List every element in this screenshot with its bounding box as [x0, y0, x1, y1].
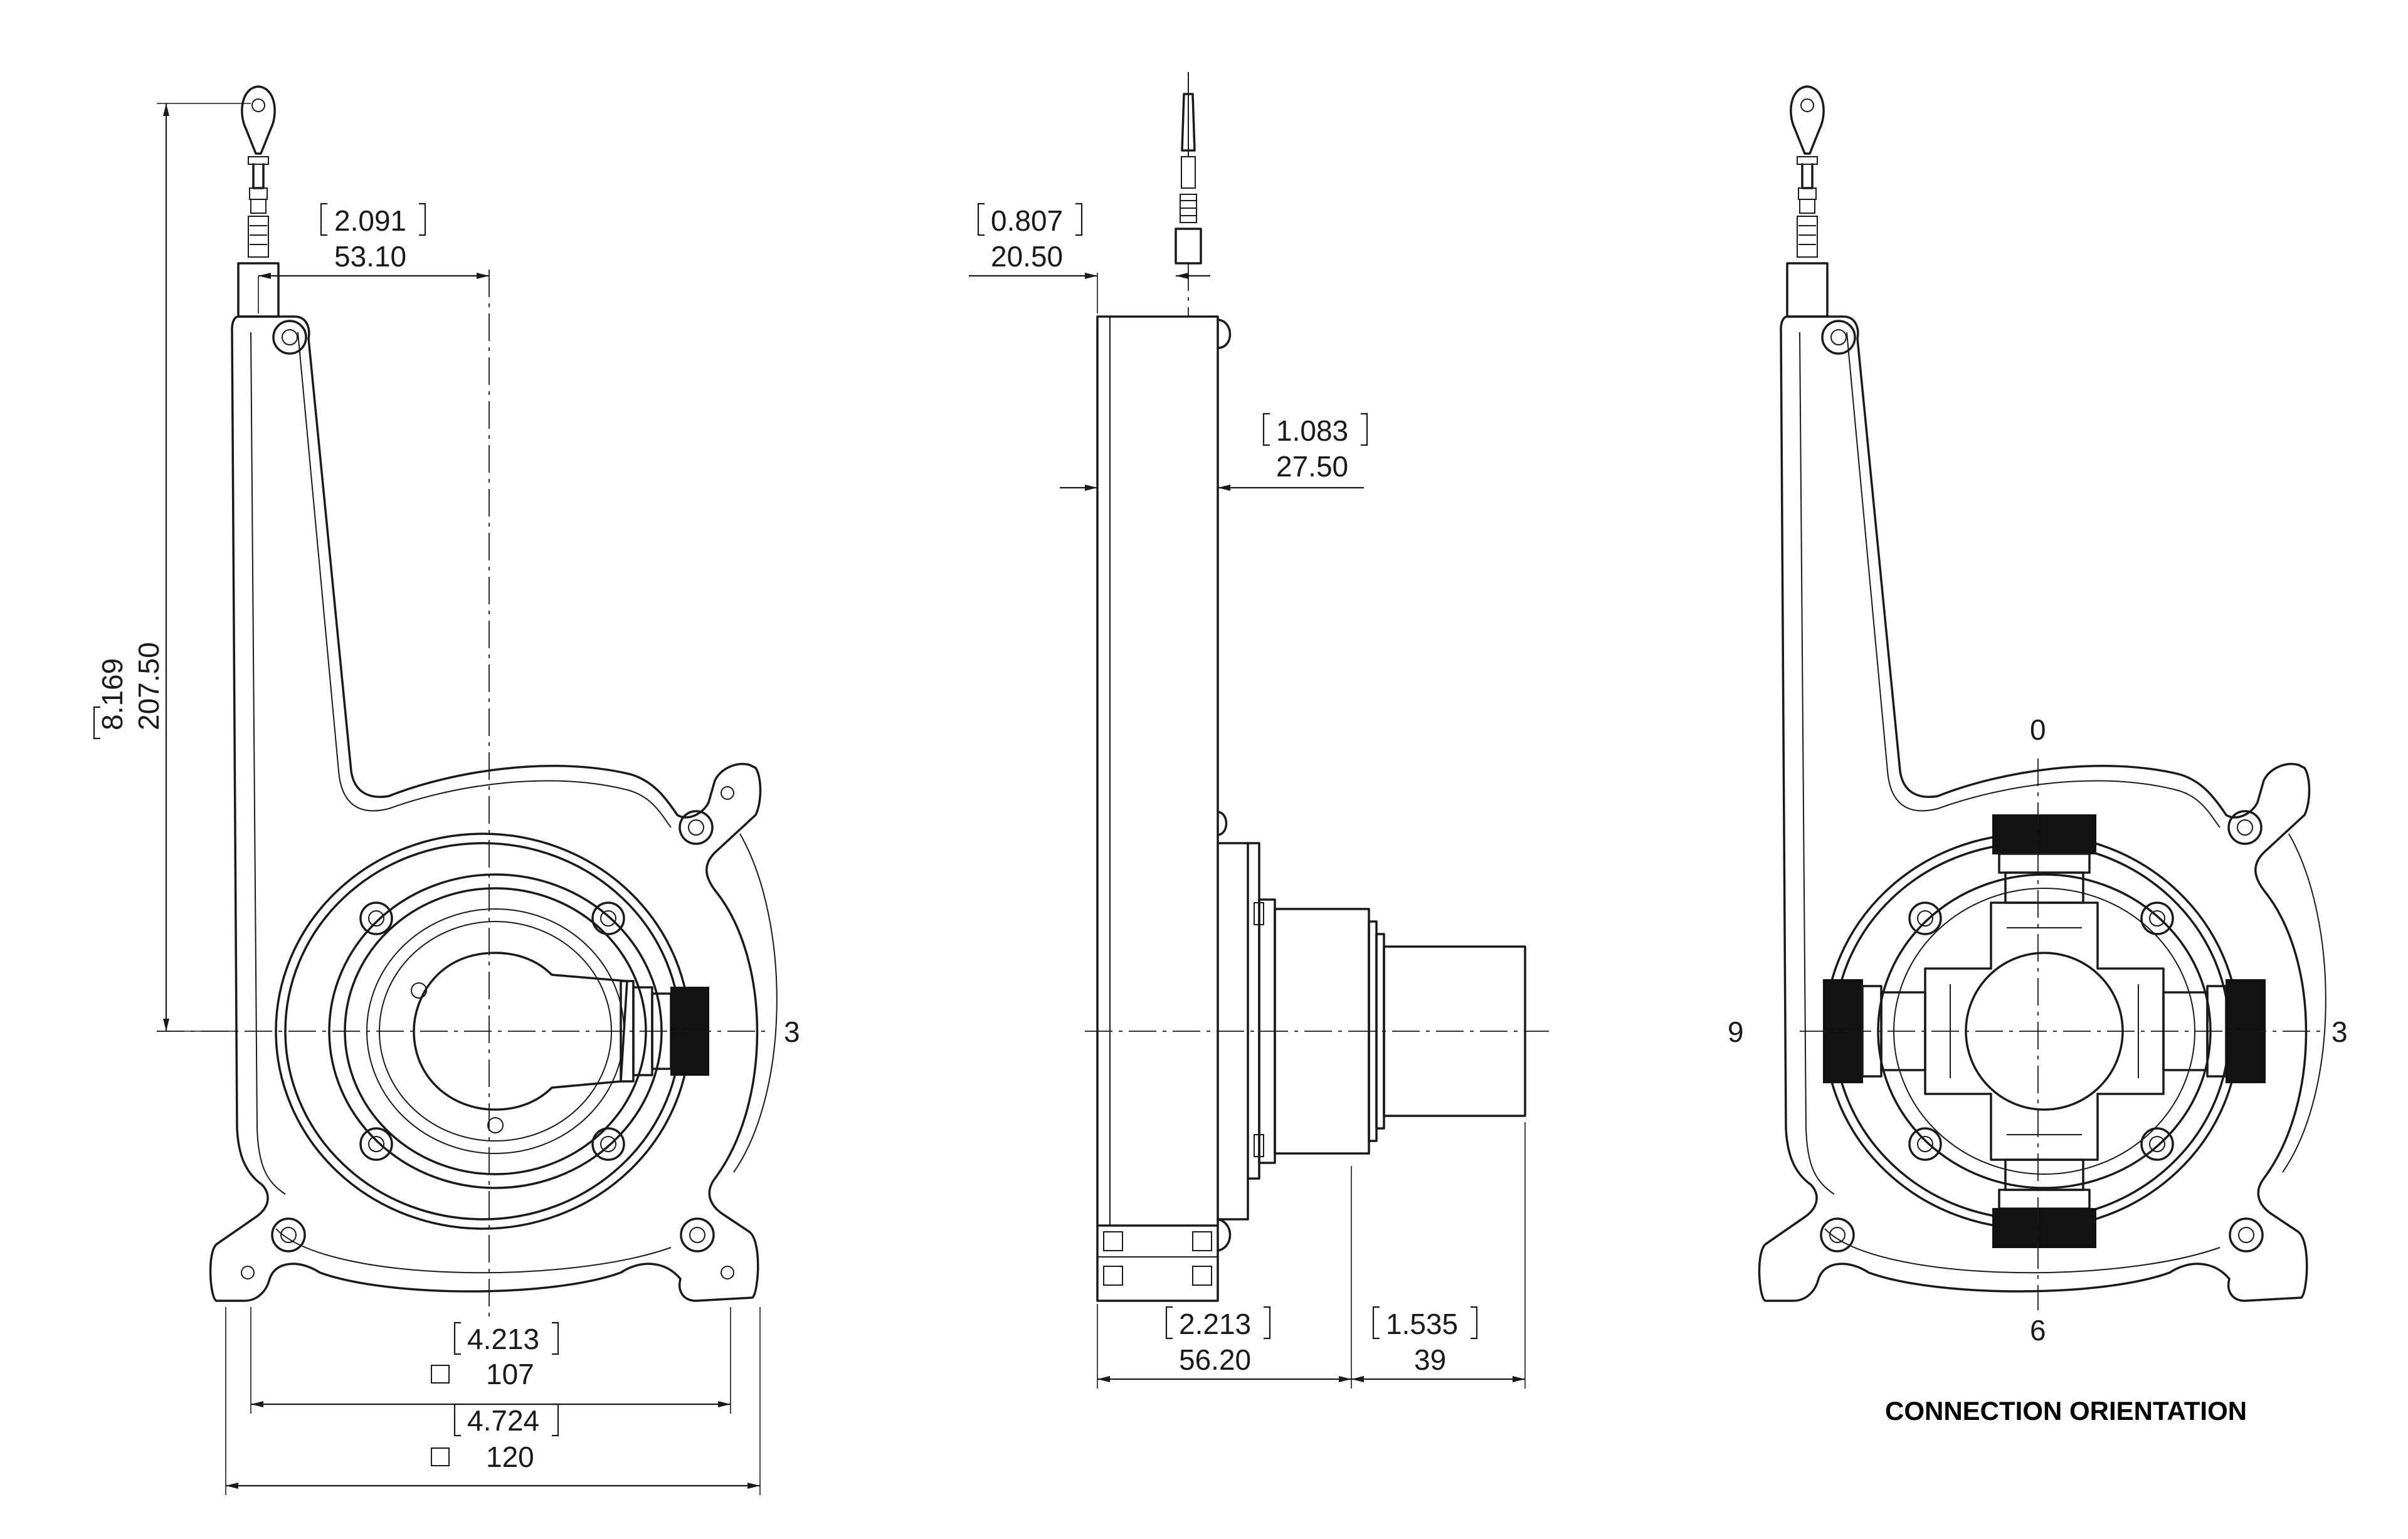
dim-bolt-in: 4.213 [467, 1323, 539, 1355]
dim-conn-in: 1.535 [1386, 1308, 1458, 1340]
cable-hook-right [1786, 85, 1829, 318]
orient-label-0: 0 [2030, 713, 2046, 746]
dim-body-in: 1.083 [1276, 414, 1348, 447]
dim-cable-mm: 20.50 [991, 240, 1063, 273]
dim-depth-in: 2.213 [1179, 1308, 1251, 1340]
dim-cable-in: 0.807 [991, 204, 1063, 237]
dim-width: 4.724 120 [431, 1403, 559, 1473]
side-cable [1175, 72, 1202, 265]
dim-bolt-mm: 107 [486, 1358, 534, 1390]
orient-label-9: 9 [1728, 1016, 1744, 1048]
dim-offset-in: 2.091 [334, 204, 406, 237]
dim-body: 1.083 27.50 [1262, 412, 1368, 483]
orientation-caption: CONNECTION ORIENTATION [1885, 1396, 2247, 1426]
dim-height-mm: 207.50 [132, 642, 165, 730]
dim-bolt: 4.213 107 [431, 1321, 559, 1390]
dim-height: 8.169 207.50 [93, 642, 165, 740]
dim-body-mm: 27.50 [1276, 450, 1348, 483]
connector-top [1992, 814, 2096, 904]
dim-depth-mm: 56.20 [1179, 1343, 1251, 1376]
side-view [969, 72, 1549, 1389]
connector-bottom [1992, 1158, 2096, 1248]
dim-offset: 2.091 53.10 [320, 202, 426, 273]
side-housing [1096, 315, 1219, 1227]
dim-width-in: 4.724 [467, 1404, 539, 1437]
orientation-view [1758, 85, 2326, 1310]
dim-width-mm: 120 [486, 1441, 534, 1473]
dim-conn-mm: 39 [1414, 1343, 1446, 1376]
housing-screws [241, 320, 734, 1279]
dim-depth: 2.213 56.20 [1165, 1306, 1271, 1376]
dim-cable: 0.807 20.50 [977, 202, 1083, 273]
housing-outline [209, 315, 762, 1302]
dim-offset-mm: 53.10 [334, 240, 406, 273]
orient-label-6: 6 [2030, 1314, 2046, 1347]
dim-height-in: 8.169 [96, 658, 129, 730]
front-view [157, 85, 778, 1495]
front-clock-3-label: 3 [784, 1016, 800, 1048]
dim-conn: 1.535 39 [1372, 1306, 1478, 1376]
orient-label-3: 3 [2331, 1016, 2348, 1048]
